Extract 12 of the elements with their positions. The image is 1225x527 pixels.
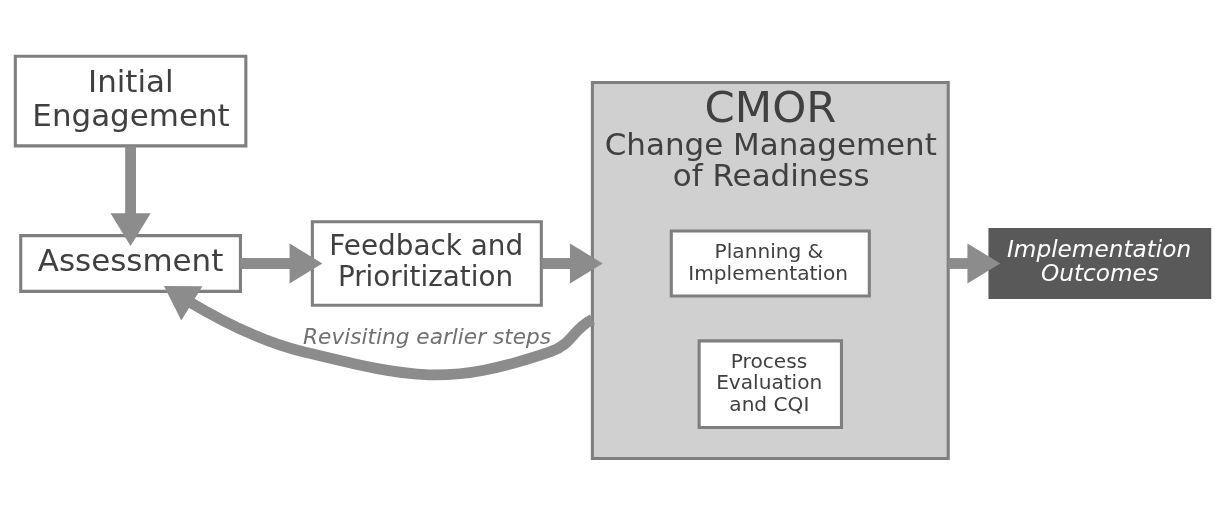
edge-label: Revisiting earlier steps bbox=[303, 324, 552, 350]
node-box: Process Evaluation and CQI bbox=[697, 339, 843, 430]
node-box: Feedback and Prioritization bbox=[310, 220, 543, 307]
arrow bbox=[240, 243, 323, 284]
node-box: Assessment bbox=[19, 234, 242, 293]
arrow bbox=[163, 286, 596, 381]
arrow bbox=[110, 146, 151, 246]
node-box: Initial Engagement bbox=[13, 54, 248, 148]
node-box: Implementation Outcomes bbox=[988, 227, 1212, 300]
arrow bbox=[541, 243, 603, 284]
node-box: Planning & Implementation bbox=[669, 229, 871, 298]
arrow bbox=[948, 243, 1001, 284]
